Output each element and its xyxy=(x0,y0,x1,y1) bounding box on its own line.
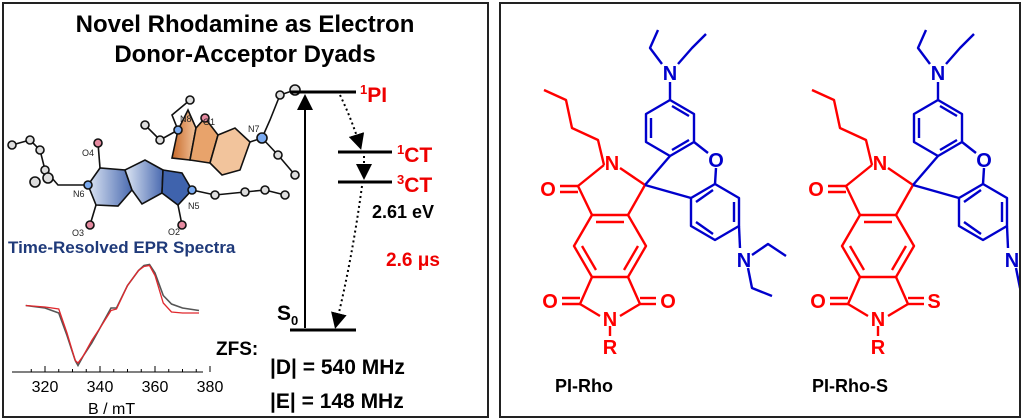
atom-label-o4: O4 xyxy=(82,148,94,158)
epr-series-experiment xyxy=(25,263,200,368)
atom-s: S xyxy=(927,291,940,313)
atom-o: O xyxy=(540,179,556,201)
compound-label-pi-rho: PI-Rho xyxy=(555,376,613,396)
compound-label-pi-rho-s: PI-Rho-S xyxy=(812,376,888,396)
x-tick-label: 320 xyxy=(32,379,59,396)
atom-label-n7: N7 xyxy=(248,124,260,134)
atom-o: O xyxy=(976,150,992,172)
atom-o: O xyxy=(660,291,676,313)
atom-r: R xyxy=(603,337,618,359)
zfs-d-value: |D| = 540 MHz xyxy=(270,356,405,379)
epr-chart: 320 340 360 380 B / mT xyxy=(12,263,224,416)
atom-o: O xyxy=(808,179,824,201)
structures-drawing: O N O N O R O N N PI-Rho O N O xyxy=(540,28,1019,396)
atom-label-n5: N5 xyxy=(188,201,200,211)
atom-n: N xyxy=(737,250,751,272)
atom-o: O xyxy=(810,291,826,313)
recombination-arrow xyxy=(331,185,363,329)
x-tick-label: 360 xyxy=(142,379,169,396)
ct3-lifetime: 2.6 μs xyxy=(386,250,440,271)
crystal-structure xyxy=(7,84,301,230)
title-line-1: Novel Rhodamine as Electron xyxy=(76,11,415,38)
atom-r: R xyxy=(871,337,886,359)
epr-series-fit xyxy=(25,264,199,364)
left-panel-drawing: Novel Rhodamine as Electron Donor-Accept… xyxy=(7,11,440,416)
atom-n: N xyxy=(873,153,887,175)
atom-label-n8: N8 xyxy=(180,114,192,124)
atom-n: N xyxy=(663,63,677,85)
structure-pi-rho-s: O N O N S R O N N PI-Rho-S xyxy=(808,28,1019,396)
atom-o: O xyxy=(542,291,558,313)
label-s0: S0 xyxy=(277,302,298,328)
label-1ct: 1CT xyxy=(397,142,432,167)
atom-n: N xyxy=(931,63,945,85)
atom-o: O xyxy=(708,150,724,172)
charge-separation-arrow xyxy=(339,94,365,150)
atom-n: N xyxy=(605,153,619,175)
left-panel: Novel Rhodamine as Electron Donor-Accept… xyxy=(2,2,489,418)
title-line-2: Donor-Acceptor Dyads xyxy=(114,41,375,68)
x-axis-label: B / mT xyxy=(88,401,135,416)
zfs-e-value: |E| = 148 MHz xyxy=(270,390,404,413)
atom-label-n6: N6 xyxy=(73,189,85,199)
atom-n: N xyxy=(1005,250,1019,272)
atom-n: N xyxy=(603,309,617,331)
atom-label-o3: O3 xyxy=(72,228,84,238)
atom-n: N xyxy=(871,309,885,331)
label-1pi: 1PI xyxy=(360,82,387,107)
label-3ct: 3CT xyxy=(397,172,432,197)
x-tick-label: 380 xyxy=(197,379,224,396)
atom-labels: N5 N6 N7 N8 O1 O2 O3 O4 xyxy=(72,114,260,238)
zfs-label: ZFS: xyxy=(216,339,258,360)
right-panel: O N O N O R O N N PI-Rho O N O xyxy=(499,2,1021,418)
atom-label-o1: O1 xyxy=(203,117,215,127)
x-tick-label: 340 xyxy=(87,379,114,396)
epr-title: Time-Resolved EPR Spectra xyxy=(8,238,236,257)
atom-label-o2: O2 xyxy=(168,227,180,237)
energy-diagram: 1PI 1CT 3CT 2.61 eV 2.6 μs S0 ZFS: |D| =… xyxy=(216,82,440,413)
structure-pi-rho: O N O N O R O N N PI-Rho xyxy=(540,28,788,396)
ct3-energy: 2.61 eV xyxy=(372,202,434,222)
